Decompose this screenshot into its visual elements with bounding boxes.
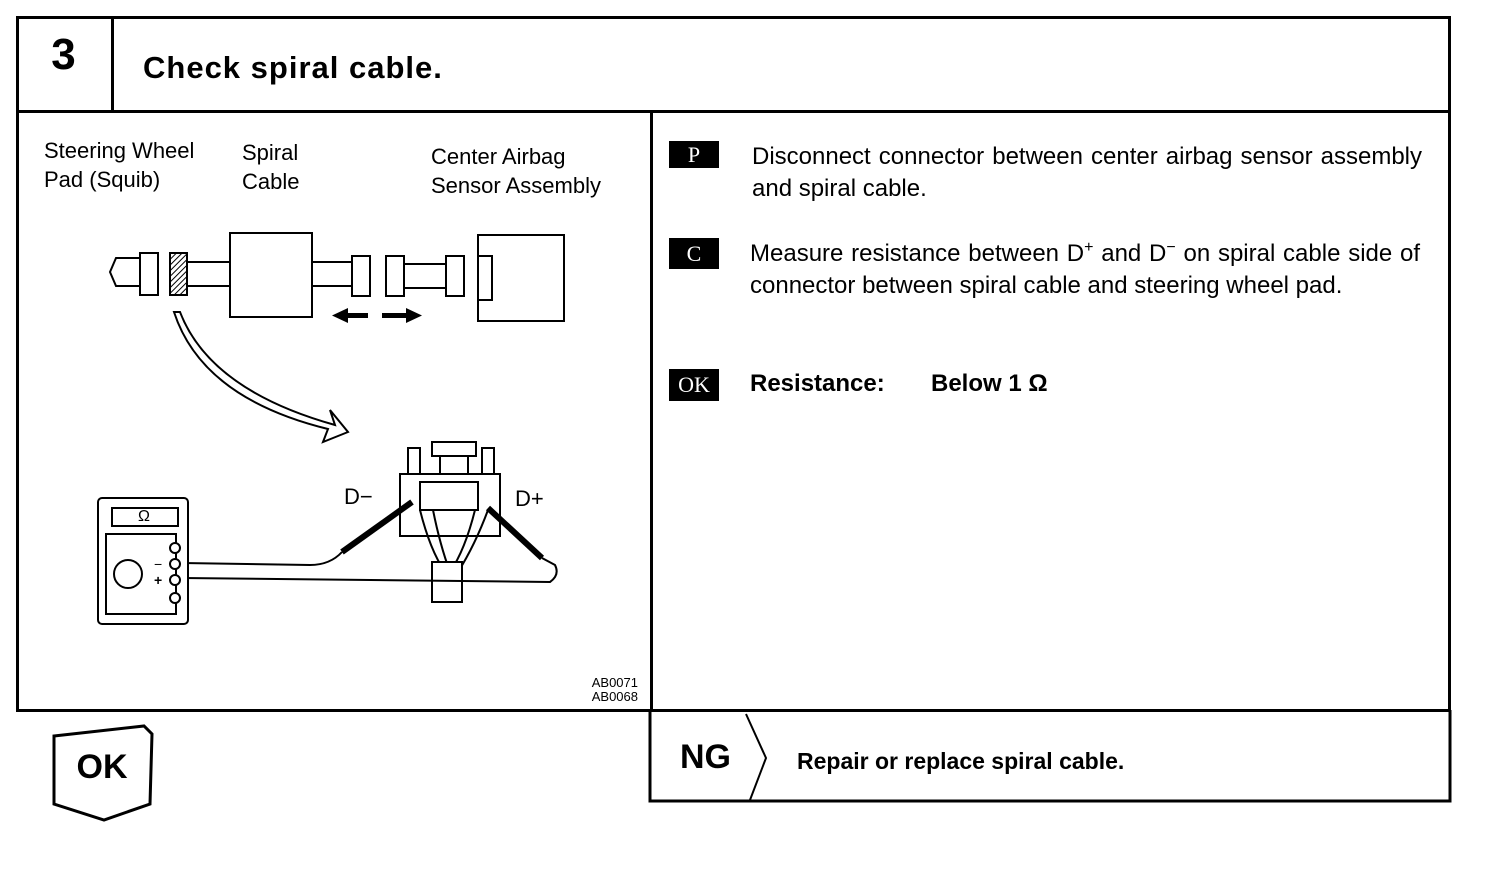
jack-plus-label: +: [154, 572, 163, 588]
disconnect-arrows: [332, 308, 422, 323]
sensor-side-connector: [385, 255, 405, 297]
wiring-diagram: [97, 232, 565, 625]
ok-result-label: OK: [76, 748, 128, 786]
label-center-airbag-sensor: Center Airbag Sensor Assembly: [431, 144, 601, 198]
connector-detail: [399, 441, 501, 603]
instruction-p: Disconnect connector between center airb…: [752, 143, 1422, 202]
tag-ok: OK: [669, 369, 719, 401]
step-number-cell: [111, 16, 114, 113]
probe-plus: [485, 505, 545, 561]
ng-result-text: Repair or replace spiral cable.: [797, 748, 1125, 774]
detail-arrow: [172, 311, 350, 444]
tag-p: P: [669, 141, 719, 168]
jack-minus-label: −: [154, 556, 163, 572]
instruction-c: Measure resistance between D+ and D− on …: [750, 239, 1420, 300]
spiral-cable-body: [229, 232, 313, 318]
multimeter: [97, 497, 189, 625]
label-steering-wheel-pad: Steering Wheel Pad (Squib): [44, 138, 195, 192]
ok-result-badge: [52, 724, 154, 822]
ng-result-label: NG: [680, 738, 731, 776]
tag-c: C: [669, 238, 719, 269]
step-number: 3: [51, 30, 76, 79]
step-body: [16, 110, 1451, 712]
ok-resistance-label: Resistance:: [750, 370, 885, 397]
probe-minus: [340, 499, 414, 555]
terminal-minus-label: D−: [344, 484, 373, 509]
spiral-connector: [351, 255, 371, 297]
squib-connector: [169, 252, 188, 296]
meter-leads: [181, 551, 558, 584]
label-spiral-cable: Spiral Cable: [242, 140, 300, 194]
ok-resistance-value: Below 1 Ω: [931, 370, 1048, 397]
pad-plug: [108, 257, 140, 287]
figure-codes: AB0071 AB0068: [591, 675, 638, 704]
meter-symbol: Ω: [138, 508, 150, 525]
ng-result-box: [648, 710, 1452, 803]
pad-connector: [139, 252, 159, 296]
terminal-plus-label: D+: [515, 486, 544, 511]
body-divider: [650, 110, 653, 712]
step-title: Check spiral cable.: [143, 50, 443, 85]
